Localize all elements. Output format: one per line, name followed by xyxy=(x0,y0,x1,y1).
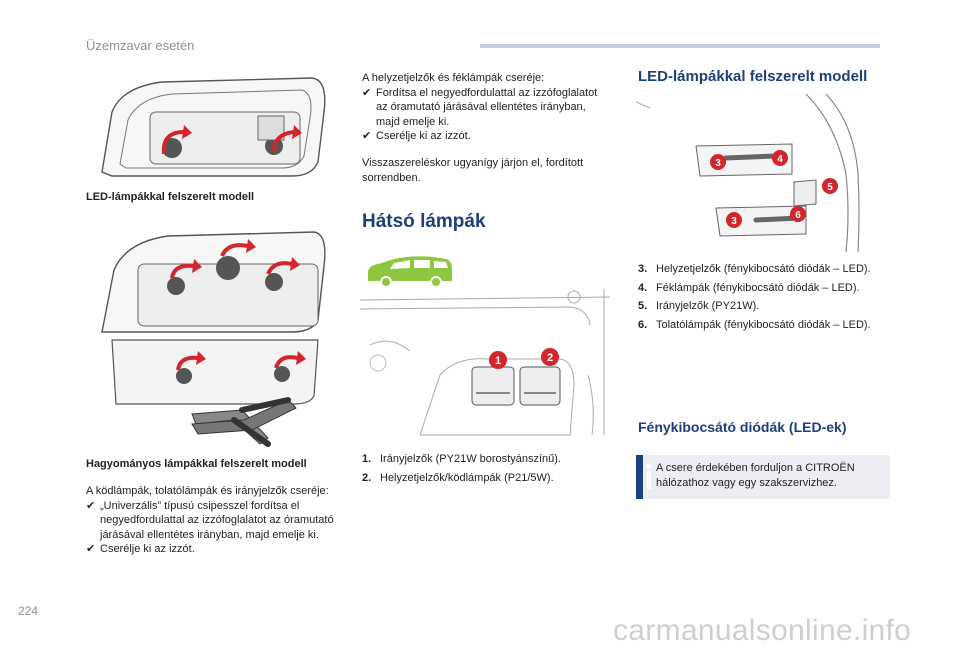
badge-2: 2 xyxy=(547,352,553,364)
led-section-title: Fénykibocsátó diódák (LED-ek) xyxy=(638,419,847,435)
list-item: 6. Tolatólámpák (fénykibocsátó diódák – L… xyxy=(638,318,888,333)
left-bullet-text: „Univerzális” típusú csipesszel fordítsa… xyxy=(100,499,334,541)
list-item: 5. Irányjelzők (PY21W). xyxy=(638,299,888,314)
item-text: Féklámpák (fénykibocsátó diódák – LED). xyxy=(656,281,860,294)
info-box: A csere érdekében forduljon a CITROËN há… xyxy=(636,455,890,499)
rear-lamps-list: 1. Irányjelzők (PY21W borostyánszínű). 2.… xyxy=(362,452,612,489)
middle-bullet-text: Cserélje ki az izzót. xyxy=(376,130,471,142)
led-lamps-list: 3. Helyzetjelzők (fénykibocsátó diódák – … xyxy=(638,262,888,336)
caption-conventional-model: Hagyományos lámpákkal felszerelt modell xyxy=(86,458,307,470)
info-text: A csere érdekében forduljon a CITROËN há… xyxy=(656,462,855,489)
badge-3-top: 3 xyxy=(715,158,721,169)
left-intro: A ködlámpák, tolatólámpák és irányjelzők… xyxy=(86,485,329,497)
middle-instructions: A helyzetjelzők és féklámpák cseréje: ✔ F… xyxy=(362,71,612,144)
list-item: 3. Helyzetjelzők (fénykibocsátó diódák – … xyxy=(638,262,888,277)
rear-lamps-diagram: 1 2 xyxy=(360,289,611,436)
item-number: 3. xyxy=(638,263,648,275)
item-text: Irányjelzők (PY21W borostyánszínű). xyxy=(380,453,561,465)
caption-led-model: LED-lámpákkal felszerelt modell xyxy=(86,191,255,203)
led-rear-lamps-diagram: 3 4 5 3 6 xyxy=(636,94,860,253)
middle-bullet-1: ✔ Fordítsa el negyedfordulattal az izzófo… xyxy=(362,86,612,130)
middle-intro: A helyzetjelzők és féklámpák cseréje: xyxy=(362,72,545,84)
item-number: 5. xyxy=(638,300,648,312)
list-item: 4. Féklámpák (fénykibocsátó diódák – LED)… xyxy=(638,281,888,296)
middle-bullet-text: Fordítsa el negyedfordulattal az izzófog… xyxy=(376,86,598,128)
car-side-icon xyxy=(368,256,452,288)
item-text: Helyzetjelzők/ködlámpák (P21/5W). xyxy=(380,471,554,484)
info-box-bar xyxy=(636,455,643,499)
arrow-bullet-icon: ✔ xyxy=(362,86,372,99)
item-text: Irányjelzők (PY21W). xyxy=(656,300,760,312)
left-bullet-1: ✔ „Univerzális” típusú csipesszel fordíts… xyxy=(86,499,336,543)
info-icon xyxy=(646,463,652,489)
badge-4: 4 xyxy=(777,154,783,165)
led-model-title: LED-lámpákkal felszerelt modell xyxy=(638,68,868,85)
item-number: 1. xyxy=(362,453,372,465)
reassembly-note: Visszaszereléskor ugyanígy járjon el, fo… xyxy=(362,157,584,184)
rear-lamps-title: Hátsó lámpák xyxy=(362,211,486,232)
section-header: Üzemzavar esetén xyxy=(86,38,195,53)
watermark: carmanualsonline.info xyxy=(613,614,912,647)
arrow-bullet-icon: ✔ xyxy=(86,499,96,512)
item-number: 2. xyxy=(362,471,372,484)
list-item: 2. Helyzetjelzők/ködlámpák (P21/5W). xyxy=(362,471,612,486)
item-number: 6. xyxy=(638,318,648,331)
item-text: Tolatólámpák (fénykibocsátó diódák – LED… xyxy=(656,318,871,331)
list-item: 1. Irányjelzők (PY21W borostyánszínű). xyxy=(362,452,612,467)
led-lamp-illustration xyxy=(101,77,326,177)
badge-5: 5 xyxy=(827,182,833,193)
left-bullet-text: Cserélje ki az izzót. xyxy=(100,543,195,555)
arrow-bullet-icon: ✔ xyxy=(362,130,372,142)
left-bullet-2: ✔ Cserélje ki az izzót. xyxy=(86,542,336,557)
arrow-bullet-icon: ✔ xyxy=(86,543,96,555)
left-instructions: A ködlámpák, tolatólámpák és irányjelzők… xyxy=(86,484,336,557)
item-number: 4. xyxy=(638,281,648,294)
badge-6: 6 xyxy=(795,210,801,221)
conventional-lamp-illustration xyxy=(101,231,326,447)
badge-1: 1 xyxy=(495,355,501,367)
item-text: Helyzetjelzők (fénykibocsátó diódák – LE… xyxy=(656,263,871,275)
header-bar xyxy=(480,44,880,48)
badge-3-bottom: 3 xyxy=(731,216,737,227)
middle-bullet-2: ✔ Cserélje ki az izzót. xyxy=(362,129,612,144)
page-number: 224 xyxy=(18,604,39,618)
